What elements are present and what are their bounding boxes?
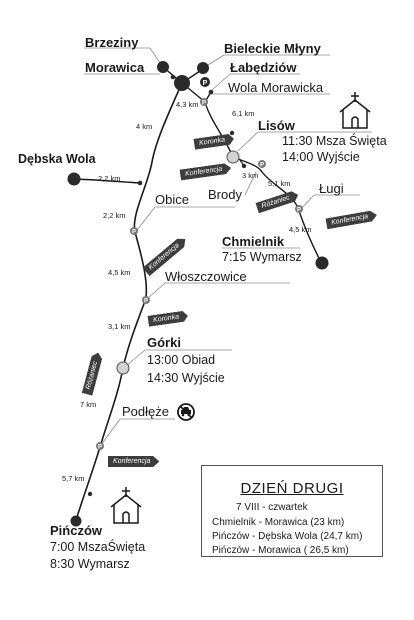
dot-debska-link — [137, 180, 143, 186]
distance-label: 4 km — [136, 122, 153, 131]
route-summary-3: Pińczów - Morawica ( 26,5 km) — [212, 545, 349, 556]
parking-icon: P — [96, 442, 104, 451]
marker-brzeziny — [157, 61, 169, 73]
marker-bieleckie — [197, 62, 209, 74]
distance-label: 2,2 km — [98, 174, 121, 183]
leader-podleze — [100, 418, 175, 446]
svg-text:P: P — [132, 230, 136, 236]
route-line-chmielnik — [232, 156, 322, 263]
label-morawica: Morawica — [85, 60, 145, 75]
distance-label: 4,5 km — [289, 225, 312, 234]
distance-label: 7 km — [80, 400, 97, 409]
distance-label: 5,1 km — [268, 179, 291, 188]
leader-brody — [244, 171, 257, 196]
no-car-icon — [177, 403, 195, 421]
label-wola: Wola Morawicka — [228, 80, 324, 95]
church-icon — [339, 92, 371, 129]
distance-label: 3,1 km — [108, 322, 131, 331]
label-gorki: Górki — [147, 335, 181, 350]
label-lugi: Ługi — [319, 181, 344, 196]
label-brzeziny: Brzeziny — [85, 35, 139, 50]
distance-label: 3 km — [242, 171, 259, 180]
distance-label: 4,5 km — [108, 268, 131, 277]
svg-text:P: P — [202, 101, 206, 107]
leader-labedziow — [210, 73, 300, 92]
route-summary-2: Pińczów - Dębska Wola (24,7 km) — [212, 531, 363, 542]
leader-gorki — [125, 349, 232, 367]
parking-icon: P — [200, 77, 210, 87]
day-info-box: DZIEŃ DRUGI 7 VIII - czwartek Chmielnik … — [201, 465, 383, 557]
dot-brody — [241, 163, 247, 169]
marker-morawica — [174, 75, 190, 91]
label-podleze: Podłęże — [122, 404, 169, 419]
marker-pinczow — [70, 515, 82, 527]
label-lisow-mass: 11:30 Msza Święta — [282, 134, 387, 148]
label-wloszczowice: Włoszczowice — [165, 269, 247, 284]
svg-text:P: P — [297, 208, 301, 214]
label-pinczow-mass: 7:00 MszaŚwięta — [50, 540, 146, 554]
label-chmielnik: Chmielnik — [222, 234, 285, 249]
parking-icon: P — [142, 296, 150, 305]
label-labedziow: Łabędziów — [230, 60, 297, 75]
label-gorki-lunch: 13:00 Obiad — [147, 353, 216, 367]
route-line-main — [75, 82, 183, 521]
route-line-debska — [73, 178, 141, 184]
leader-brzeziny — [84, 47, 163, 67]
parking-icon: P — [295, 205, 303, 214]
tag-konferencja: Konferencja — [108, 456, 160, 467]
parking-icon: P — [130, 227, 138, 236]
label-pinczow: Pińczów — [50, 523, 103, 538]
label-debska: Dębska Wola — [18, 152, 96, 166]
leader-wloszczowice — [146, 282, 290, 300]
day-date: 7 VIII - czwartek — [236, 502, 308, 513]
label-lisow-dep: 14:00 Wyjście — [282, 150, 360, 164]
label-gorki-dep: 14:30 Wyjście — [147, 371, 225, 385]
marker-lisow — [226, 150, 240, 164]
marker-chmielnik — [315, 256, 329, 270]
label-lisow: Lisów — [258, 118, 295, 133]
dot-wola — [208, 89, 214, 95]
dot-lisow-in — [229, 130, 235, 136]
svg-text:P: P — [98, 445, 102, 451]
dot-lower — [87, 491, 93, 497]
route-line-lisow — [204, 101, 234, 158]
svg-text:P: P — [144, 299, 148, 305]
route-summary-1: Chmielnik - Morawica (23 km) — [212, 517, 345, 528]
distance-label: 5,7 km — [62, 474, 85, 483]
label-obice: Obice — [155, 192, 189, 207]
svg-text:P: P — [260, 163, 264, 169]
marker-debska — [67, 172, 81, 186]
parking-icon: P — [200, 98, 208, 107]
distance-label: 4,3 km — [176, 100, 199, 109]
parking-icon: P — [258, 160, 266, 169]
parking-icons: P P P P P P P — [96, 77, 303, 451]
label-brody: Brody — [208, 187, 242, 202]
label-bieleckie: Bieleckie Młyny — [224, 41, 321, 56]
day-title: DZIEŃ DRUGI — [240, 480, 344, 497]
distance-label: 6,1 km — [232, 109, 255, 118]
label-chmielnik-dep: 7:15 Wymarsz — [222, 250, 302, 264]
leader-lugi — [299, 194, 360, 211]
leader-obice — [136, 206, 235, 231]
marker-gorki — [116, 361, 130, 375]
leader-lisow — [237, 131, 372, 152]
label-pinczow-dep: 8:30 Wymarsz — [50, 557, 130, 571]
distance-label: 2,2 km — [103, 211, 126, 220]
dot-brzeziny-link — [170, 74, 176, 80]
church-icon — [110, 487, 142, 524]
svg-text:P: P — [203, 80, 208, 87]
